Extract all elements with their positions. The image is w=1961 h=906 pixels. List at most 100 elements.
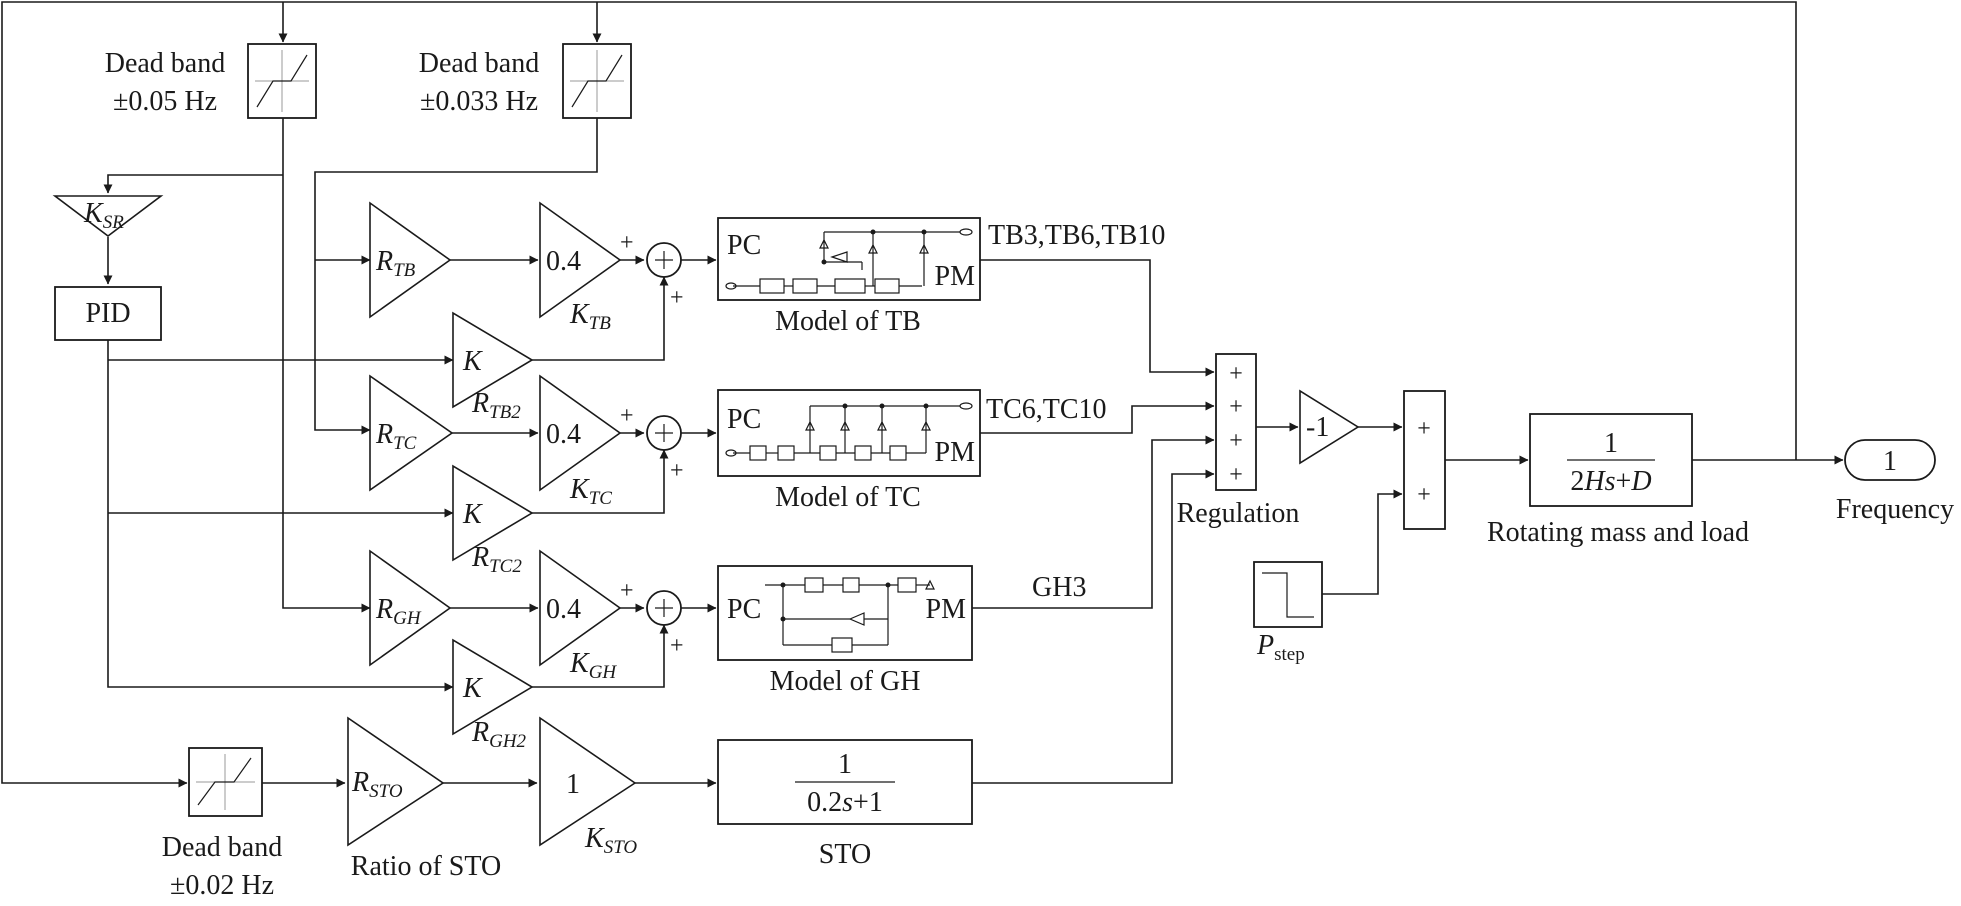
svg-text:RGH2: RGH2 xyxy=(471,717,527,752)
gh-output-label: GH3 xyxy=(1032,572,1086,603)
deadband-1 xyxy=(247,43,317,119)
svg-text:PC: PC xyxy=(727,404,761,435)
wire-db1-to-rgh xyxy=(282,118,371,613)
svg-text:-1: -1 xyxy=(1306,412,1329,443)
tb-sum-plus-2: + xyxy=(670,285,684,311)
svg-text:K: K xyxy=(462,673,483,704)
svg-text:PC: PC xyxy=(727,230,761,261)
sto-ratio-gain: RSTO xyxy=(347,716,445,847)
svg-text:RTC: RTC xyxy=(375,419,417,454)
svg-text:KTC: KTC xyxy=(569,474,612,509)
svg-text:2Hs+D: 2Hs+D xyxy=(1570,466,1651,497)
svg-text:K: K xyxy=(462,499,483,530)
model-of-tc: PC PM xyxy=(717,389,981,477)
tb-sum xyxy=(646,242,682,278)
deadband-2-label-line2: ±0.033 Hz xyxy=(420,86,538,117)
svg-text:RTB: RTB xyxy=(375,246,416,281)
model-of-gh-label: Model of GH xyxy=(770,666,921,697)
gh-k2-gain: K xyxy=(452,638,534,736)
wire-pstep-to-sum xyxy=(1322,489,1403,595)
deadband-2-label-line1: Dead band xyxy=(419,48,540,79)
svg-text:KSTO: KSTO xyxy=(584,823,637,858)
wire-sto-to-regulation xyxy=(972,469,1215,784)
svg-text:1: 1 xyxy=(838,749,852,780)
wire-frequency-feedback xyxy=(1,1,1797,788)
wire-pid-to-kgh xyxy=(107,340,454,692)
wire-gh-to-regulation xyxy=(972,435,1215,609)
svg-text:PM: PM xyxy=(926,594,967,625)
pid-block: PID xyxy=(54,286,162,341)
frequency-output-port: 1 xyxy=(1844,439,1936,481)
tb-k2-gain: K xyxy=(452,311,534,409)
signal-wires xyxy=(1,1,1844,788)
model-of-tc-label: Model of TC xyxy=(775,482,921,513)
svg-text:PC: PC xyxy=(727,594,761,625)
sto-ratio-label: Ratio of STO xyxy=(351,851,501,882)
tb-output-label: TB3,TB6,TB10 xyxy=(988,220,1165,251)
wire-db2-to-rtc xyxy=(314,118,598,435)
rotating-mass-label: Rotating mass and load xyxy=(1487,517,1749,548)
svg-text:1: 1 xyxy=(1883,446,1897,477)
svg-text:+: + xyxy=(1229,394,1243,420)
deadband-3-label-line1: Dead band xyxy=(162,832,283,863)
gh-sum xyxy=(646,590,682,626)
wire-tb-to-regulation xyxy=(980,259,1215,377)
svg-text:PM: PM xyxy=(935,261,976,292)
svg-text:RTB2: RTB2 xyxy=(471,388,521,423)
model-of-tb: PC PM xyxy=(717,217,981,301)
svg-text:1: 1 xyxy=(1604,428,1618,459)
svg-text:RTC2: RTC2 xyxy=(471,542,522,577)
gh-ratio-gain: RGH xyxy=(369,549,452,667)
svg-text:0.2s+1: 0.2s+1 xyxy=(807,787,883,818)
wire-tc-to-regulation xyxy=(980,401,1215,434)
svg-text:+: + xyxy=(1229,361,1243,387)
svg-text:+: + xyxy=(1417,416,1431,442)
rotating-mass-block: 1 2Hs+D xyxy=(1529,413,1693,507)
tb-ratio-gain: RTB xyxy=(369,201,452,319)
deadband-3-label-line2: ±0.02 Hz xyxy=(170,870,274,901)
tb-sum-plus-1: + xyxy=(620,230,634,256)
svg-text:0.4: 0.4 xyxy=(546,594,581,625)
regulation-sum: + + + + xyxy=(1215,353,1257,491)
frequency-label: Frequency xyxy=(1836,494,1954,525)
gh-k-gain: 0.4 xyxy=(539,549,622,667)
svg-text:K: K xyxy=(462,346,483,377)
pstep-label: P xyxy=(1256,630,1274,661)
regulation-negation-gain: -1 xyxy=(1299,389,1360,465)
tc-sum-plus-2: + xyxy=(670,458,684,484)
svg-text:KTB: KTB xyxy=(569,299,611,334)
svg-text:0.4: 0.4 xyxy=(546,419,581,450)
deadband-1-label-line1: Dead band xyxy=(105,48,226,79)
svg-text:Pstep: Pstep xyxy=(1256,630,1305,665)
deadband-3 xyxy=(188,747,263,817)
sto-transfer-function: 1 0.2s+1 xyxy=(717,739,973,825)
sto-k-gain: 1 xyxy=(539,716,637,847)
svg-text:RSTO: RSTO xyxy=(351,767,403,802)
svg-text:PM: PM xyxy=(935,437,976,468)
regulation-label: Regulation xyxy=(1177,498,1300,529)
svg-text:KGH: KGH xyxy=(569,648,617,683)
svg-text:KSR: KSR xyxy=(83,198,124,233)
tc-k-gain: 0.4 xyxy=(539,374,622,492)
deadband-2 xyxy=(562,43,632,119)
model-of-gh: PC PM xyxy=(717,565,973,661)
tc-output-label: TC6,TC10 xyxy=(986,394,1107,425)
ksr-gain: KSR xyxy=(52,195,164,238)
gh-sum-plus-2: + xyxy=(670,633,684,659)
tb-k-gain: 0.4 xyxy=(539,201,622,319)
pstep-block xyxy=(1253,561,1323,628)
pid-label: PID xyxy=(85,298,130,329)
tc-k2-gain: K xyxy=(452,464,534,562)
sto-label: STO xyxy=(819,839,871,870)
load-sum: + + xyxy=(1403,390,1446,530)
tc-sum xyxy=(646,415,682,451)
model-of-tb-label: Model of TB xyxy=(775,306,921,337)
wire-db1-to-ksr xyxy=(103,174,283,194)
svg-text:RGH: RGH xyxy=(375,594,422,629)
svg-text:+: + xyxy=(1229,462,1243,488)
tc-sum-plus-1: + xyxy=(620,403,634,429)
svg-text:+: + xyxy=(1417,482,1431,508)
tc-ratio-gain: RTC xyxy=(369,374,454,492)
svg-text:+: + xyxy=(1229,428,1243,454)
